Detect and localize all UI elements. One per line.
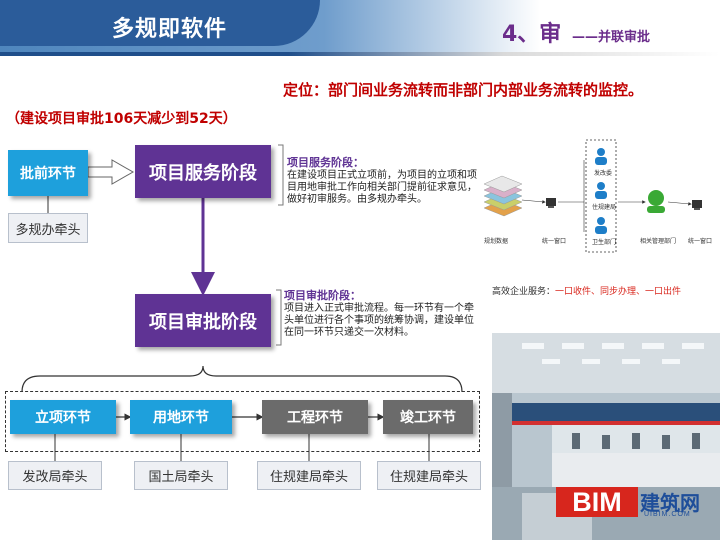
header-title-tab	[0, 0, 320, 46]
service-center-icon	[647, 190, 665, 213]
computer-icon-left	[546, 198, 556, 208]
dept-label-1: 发改委	[594, 170, 613, 177]
service-callout-title: 项目服务阶段：	[287, 156, 364, 169]
service-hall-photo	[492, 333, 720, 540]
watermark-url: UIBIM.COM	[644, 511, 691, 518]
step-engineering: 工程环节	[262, 400, 368, 434]
watermark-name: 建筑网	[640, 491, 700, 515]
step-land-use-lead: 国土局牵头	[134, 461, 228, 490]
department-person-icon-1	[595, 148, 607, 165]
section-heading: 4、审	[502, 22, 562, 47]
service-callout-body: 在建设项目正式立项前，为项目的立项和项目用地审批工作向相关部门提前征求意见，做好…	[287, 170, 477, 205]
window-label-right: 统一窗口	[688, 238, 713, 245]
callout2-bracket	[276, 289, 282, 346]
stage2-brace	[21, 365, 463, 393]
service-stage-box: 项目服务阶段	[135, 145, 271, 198]
approval-stage-callout: 项目审批阶段： 项目进入正式审批流程。每一环节有一个牵头单位进行各个事项的统筹协…	[284, 290, 474, 339]
pre-approval-box: 批前环节	[8, 150, 88, 196]
header-underline	[0, 52, 720, 56]
step-completion: 竣工环节	[383, 400, 473, 434]
period-note: （建设项目审批106天减少到52天）	[6, 111, 237, 127]
computer-icon-right	[692, 200, 702, 210]
dept-label-2: 住规建局	[592, 204, 617, 211]
step-project-initiation-lead: 发改局牵头	[8, 461, 102, 490]
window-label-left: 统一窗口	[542, 238, 567, 245]
approval-flow-frame	[5, 391, 480, 452]
department-person-icon-2	[595, 182, 607, 199]
section-subheading: ——并联审批	[572, 30, 651, 45]
pre-approval-lead: 多规办牵头	[8, 213, 88, 243]
callout1-bracket	[278, 144, 284, 206]
center-label: 相关管理部门	[640, 238, 677, 245]
approval-stage-box: 项目审批阶段	[135, 294, 271, 347]
service-summary: 高效企业服务：一口收件、同步办理、一口出件	[492, 284, 681, 297]
layers-label: 规划数据	[484, 238, 509, 245]
step-land-use: 用地环节	[130, 400, 232, 434]
step-completion-lead: 住规建局牵头	[377, 461, 481, 490]
page-title: 多规即软件	[112, 17, 228, 42]
arrow-pre-to-service	[87, 159, 135, 185]
service-summary-prefix: 高效企业服务：	[492, 287, 556, 297]
watermark-logo: BIM	[556, 487, 638, 517]
approval-callout-body: 项目进入正式审批流程。每一环节有一个牵头单位进行各个事项的统筹协调，建设单位在同…	[284, 303, 474, 338]
step-project-initiation: 立项环节	[10, 400, 116, 434]
service-summary-items: 一口收件、同步办理、一口出件	[555, 287, 682, 297]
data-layers-icon	[483, 175, 523, 217]
positioning-statement: 定位：部门间业务流转而非部门内部业务流转的监控。	[283, 81, 644, 99]
step-engineering-lead: 住规建局牵头	[257, 461, 361, 490]
dept-label-3: 卫生部门	[592, 239, 617, 246]
service-stage-callout: 项目服务阶段： 在建设项目正式立项前，为项目的立项和项目用地审批工作向相关部门提…	[287, 157, 477, 206]
departments-frame	[585, 139, 617, 253]
service-illustration	[483, 139, 702, 253]
approval-callout-title: 项目审批阶段：	[284, 289, 361, 302]
department-person-icon-3	[595, 217, 607, 234]
